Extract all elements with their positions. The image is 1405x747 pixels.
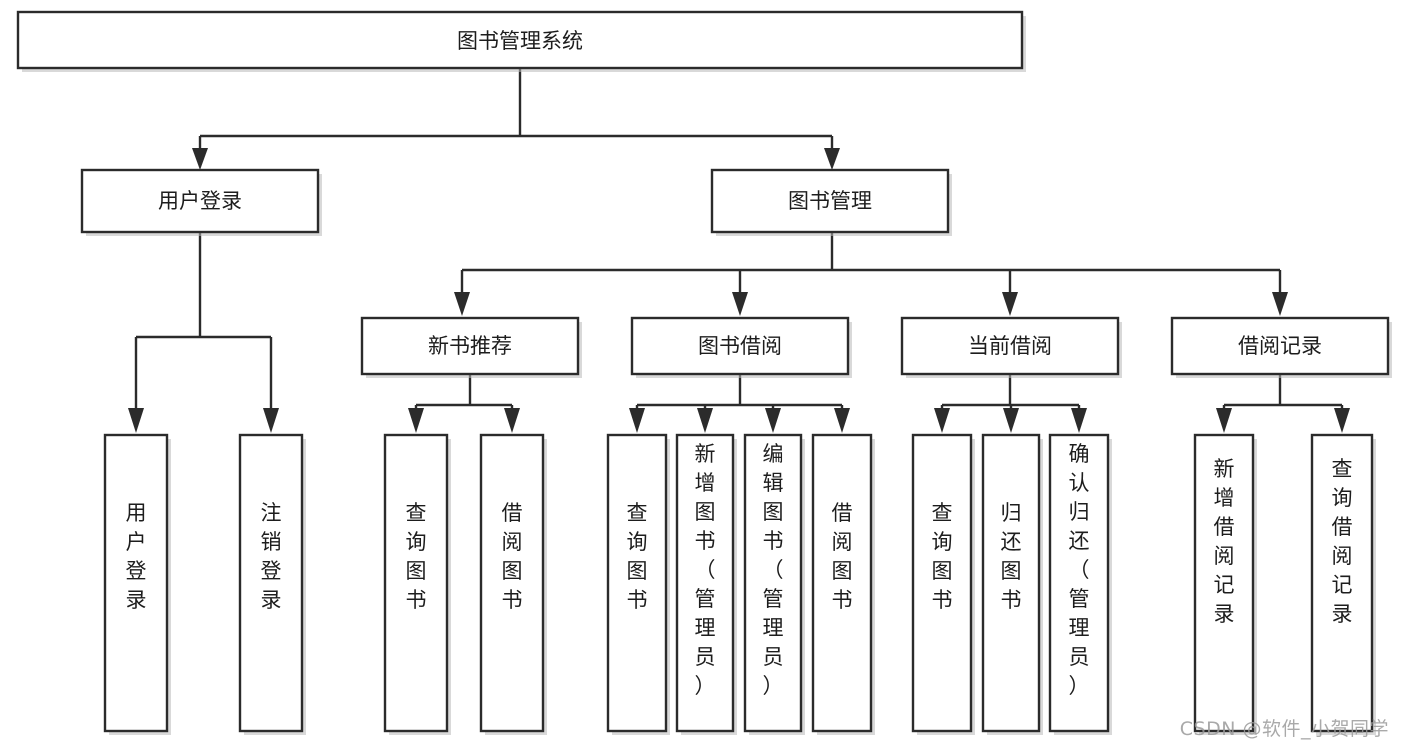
node-book-borrow-label: 图书借阅	[698, 334, 782, 358]
leaf-query-book-rec-box	[383, 433, 449, 733]
node-root-box	[16, 10, 1024, 70]
csdn-watermark: CSDN @软件_小贺同学	[1179, 718, 1389, 740]
connector-layer	[128, 68, 1350, 433]
node-root[interactable]: 图书管理系统	[16, 10, 1026, 72]
leaf-borrow-book[interactable]: 借阅图书	[811, 433, 875, 735]
node-book-manage[interactable]: 图书管理	[710, 168, 952, 236]
leaf-query-book-borrow-label: 查询图书	[627, 501, 648, 612]
arrow-current-borrow-leaf-3	[1071, 408, 1087, 433]
leaf-borrow-book-rec-label: 借阅图书	[502, 501, 523, 612]
leaf-add-book-admin-box	[675, 433, 735, 733]
leaf-add-book-admin-label: 新增图书（管理员）	[695, 442, 716, 698]
arrow-user-login-leaf-2	[263, 408, 279, 433]
leaf-return-book[interactable]: 归还图书	[981, 433, 1043, 735]
arrow-book-borrow-leaf-2	[697, 408, 713, 433]
arrow-current-borrow-leaf-2	[1003, 408, 1019, 433]
node-user-login[interactable]: 用户登录	[80, 168, 322, 236]
arrow-root-to-book-manage	[824, 148, 840, 170]
node-book-manage-box	[710, 168, 950, 234]
leaf-query-book-borrow-box	[606, 433, 668, 733]
node-new-book-recommend-box	[360, 316, 580, 376]
leaf-query-book-current-label: 查询图书	[932, 501, 953, 612]
arrow-book-manage-book-borrow	[732, 292, 748, 316]
node-borrow-record[interactable]: 借阅记录	[1170, 316, 1392, 378]
arrow-borrow-record-leaf-1	[1216, 408, 1232, 433]
leaf-user-logout-label: 注销登录	[261, 501, 282, 612]
arrow-book-manage-current-borrow	[1002, 292, 1018, 316]
arrow-book-borrow-leaf-1	[629, 408, 645, 433]
node-new-book-recommend[interactable]: 新书推荐	[360, 316, 582, 378]
node-book-borrow-box	[630, 316, 850, 376]
node-user-login-label: 用户登录	[158, 189, 242, 213]
leaf-borrow-book-box	[811, 433, 873, 733]
node-root-label: 图书管理系统	[457, 29, 583, 53]
leaf-edit-book-admin-box	[743, 433, 803, 733]
arrow-book-manage-borrow-record	[1272, 292, 1288, 316]
arrow-user-login-leaf-1	[128, 408, 144, 433]
arrow-borrow-record-leaf-2	[1334, 408, 1350, 433]
leaf-query-book-current[interactable]: 查询图书	[911, 433, 975, 735]
leaf-user-login-label: 用户登录	[126, 501, 147, 612]
leaf-add-borrow-record-label: 新增借阅记录	[1214, 457, 1235, 626]
leaf-return-book-label: 归还图书	[1001, 501, 1022, 612]
leaf-user-logout-box	[238, 433, 304, 733]
leaf-add-book-admin[interactable]: 新增图书（管理员）	[675, 433, 737, 735]
leaf-return-book-box	[981, 433, 1041, 733]
leaf-query-book-rec-label: 查询图书	[406, 501, 427, 612]
node-book-borrow[interactable]: 图书借阅	[630, 316, 852, 378]
leaf-confirm-return-admin-box	[1048, 433, 1110, 733]
arrow-new-book-leaf-1	[408, 408, 424, 433]
node-current-borrow-label: 当前借阅	[968, 334, 1052, 358]
leaf-borrow-book-rec[interactable]: 借阅图书	[479, 433, 547, 735]
node-book-manage-label: 图书管理	[788, 189, 872, 213]
arrow-new-book-leaf-2	[504, 408, 520, 433]
leaf-add-borrow-record-box	[1193, 433, 1255, 733]
node-borrow-record-label: 借阅记录	[1238, 334, 1322, 358]
arrow-book-borrow-leaf-3	[765, 408, 781, 433]
leaf-user-login-box	[103, 433, 169, 733]
leaf-query-borrow-record[interactable]: 查询借阅记录	[1310, 433, 1376, 735]
leaf-confirm-return-admin[interactable]: 确认归还（管理员）	[1048, 433, 1112, 735]
node-current-borrow-box	[900, 316, 1120, 376]
leaf-edit-book-admin[interactable]: 编辑图书（管理员）	[743, 433, 805, 735]
node-user-login-box	[80, 168, 320, 234]
leaf-query-borrow-record-label: 查询借阅记录	[1332, 457, 1353, 626]
node-borrow-record-box	[1170, 316, 1390, 376]
node-new-book-recommend-label: 新书推荐	[428, 334, 512, 358]
leaf-borrow-book-rec-box	[479, 433, 545, 733]
leaf-confirm-return-admin-label: 确认归还（管理员）	[1069, 442, 1090, 698]
leaf-query-book-rec[interactable]: 查询图书	[383, 433, 451, 735]
arrow-book-borrow-leaf-4	[834, 408, 850, 433]
leaf-user-login[interactable]: 用户登录	[103, 433, 171, 735]
leaf-query-book-borrow[interactable]: 查询图书	[606, 433, 670, 735]
leaf-borrow-book-label: 借阅图书	[832, 501, 853, 612]
leaf-add-borrow-record[interactable]: 新增借阅记录	[1193, 433, 1257, 735]
node-current-borrow[interactable]: 当前借阅	[900, 316, 1122, 378]
leaf-user-logout[interactable]: 注销登录	[238, 433, 306, 735]
arrow-book-manage-new-book	[454, 292, 470, 316]
arrow-root-to-user-login	[192, 148, 208, 170]
leaf-edit-book-admin-label: 编辑图书（管理员）	[763, 442, 784, 698]
arrow-current-borrow-leaf-1	[934, 408, 950, 433]
leaf-query-book-current-box	[911, 433, 973, 733]
leaf-query-borrow-record-box	[1310, 433, 1374, 733]
